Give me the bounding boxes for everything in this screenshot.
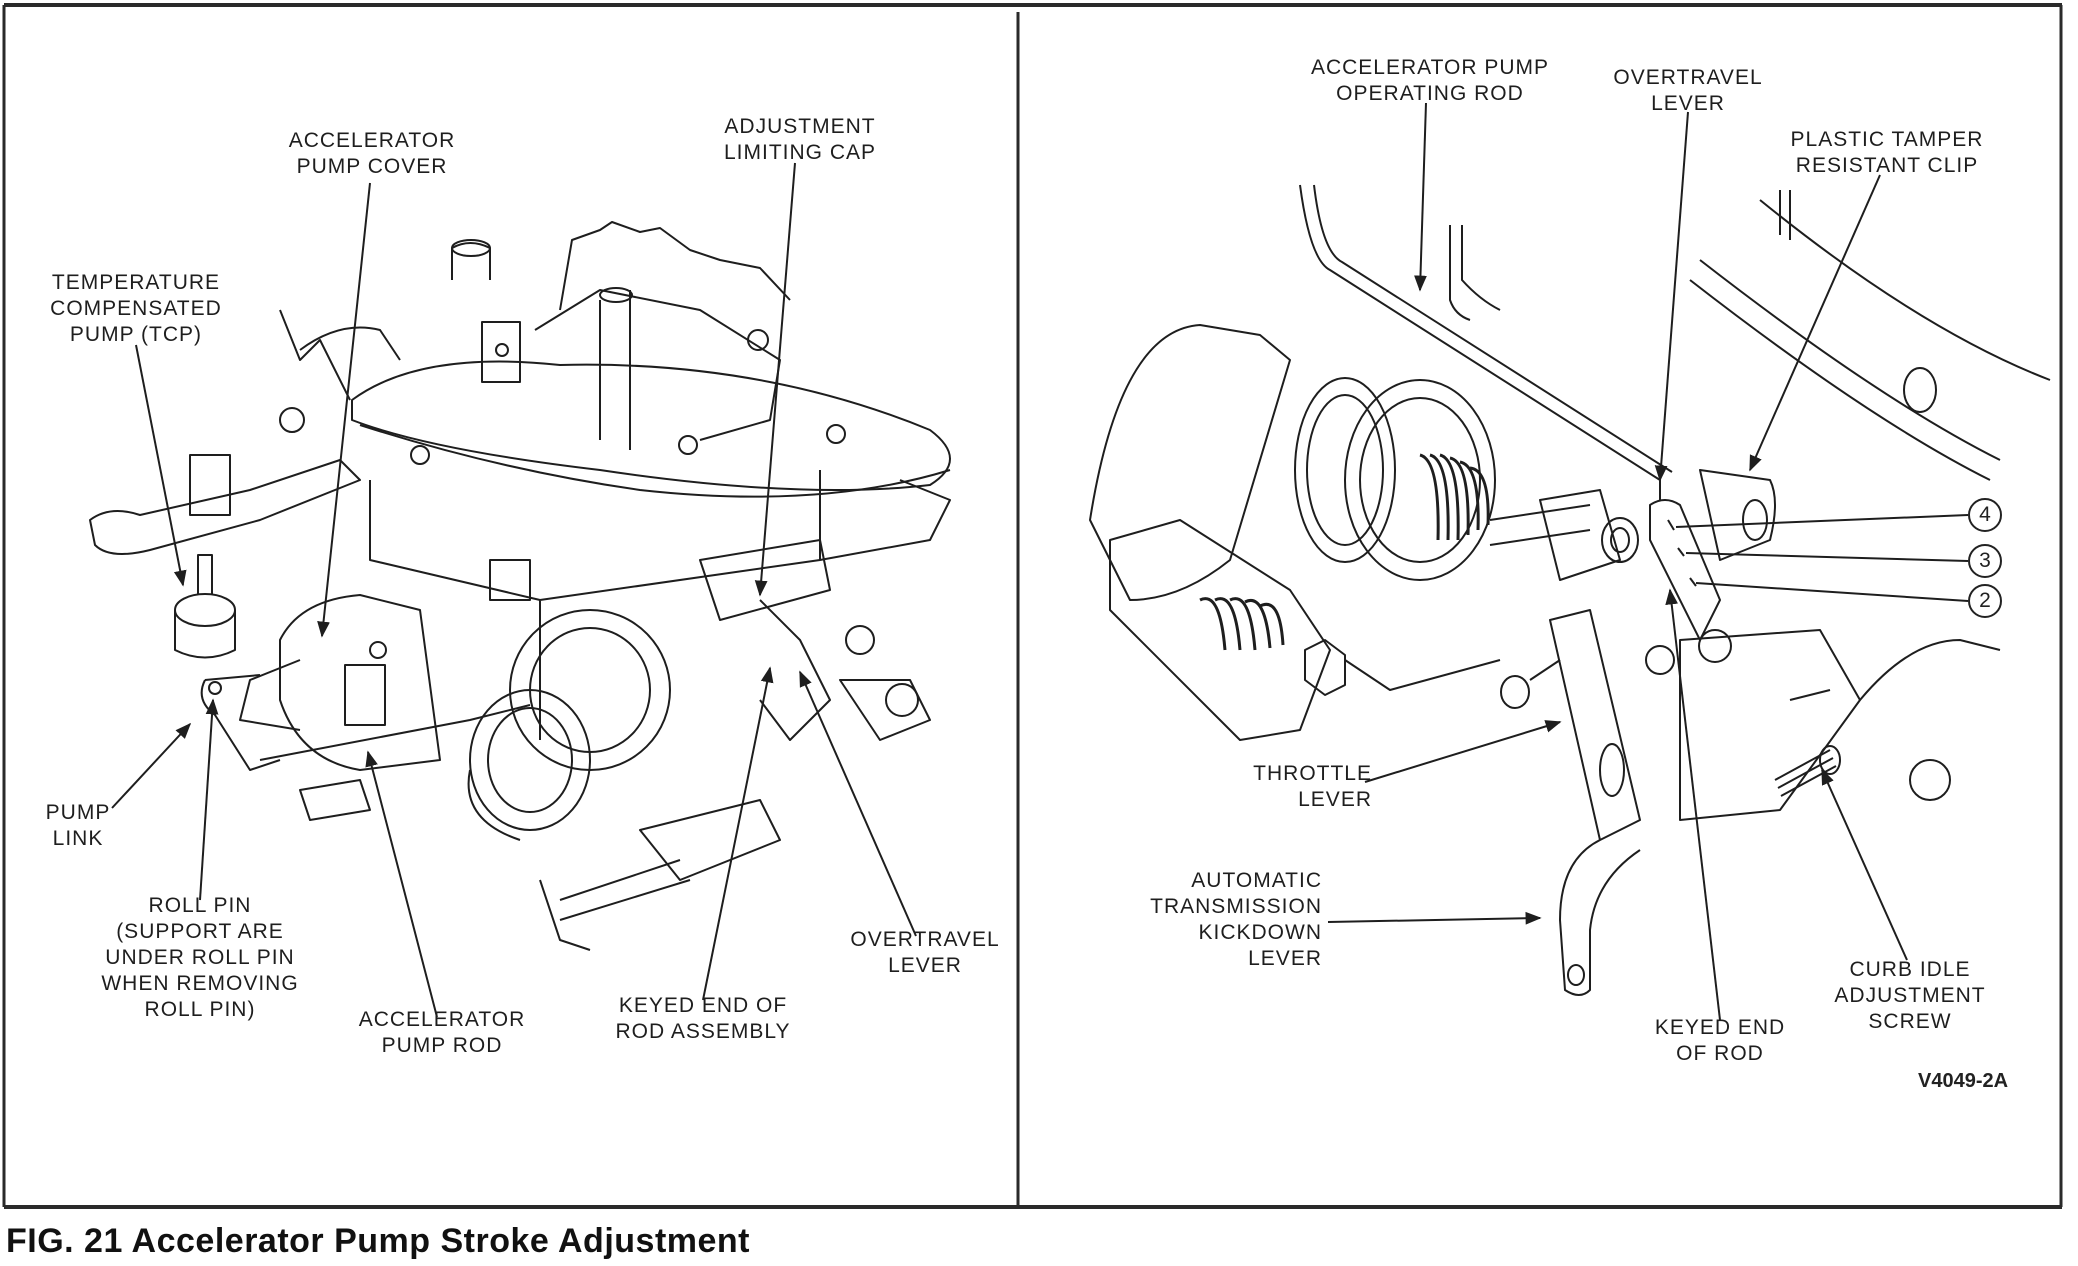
label-throttle-lever: THROTTLE LEVER xyxy=(1253,762,1372,811)
label-pump-link: PUMP LINK xyxy=(45,801,111,850)
label-keyed-end-of-rod: KEYED END OF ROD xyxy=(1654,1016,1786,1065)
hole-position-3-callout: 3 xyxy=(1968,544,2002,578)
label-adjustment-limiting-cap: ADJUSTMENT LIMITING CAP xyxy=(723,115,877,164)
left-leader-lines xyxy=(111,162,917,1018)
label-accelerator-pump-cover: ACCELERATOR PUMP COVER xyxy=(288,129,456,178)
label-overtravel-lever-left: OVERTRAVEL LEVER xyxy=(850,928,1000,977)
label-keyed-end-of-rod-assembly: KEYED END OF ROD ASSEMBLY xyxy=(615,994,791,1043)
spring-coils xyxy=(1419,453,1490,541)
carburetor-drawing xyxy=(89,221,951,951)
figure-frame xyxy=(2,3,2063,1209)
figure-code: V4049-2A xyxy=(1918,1070,2009,1092)
label-overtravel-lever-right: OVERTRAVEL LEVER xyxy=(1613,66,1763,115)
label-temperature-compensated-pump: TEMPERATURE COMPENSATED PUMP (TCP) xyxy=(50,271,222,346)
label-automatic-transmission-kickdown-lever: AUTOMATIC TRANSMISSION KICKDOWN LEVER xyxy=(1150,869,1322,970)
right-leader-lines xyxy=(1327,102,1969,1021)
label-accelerator-pump-rod: ACCELERATOR PUMP ROD xyxy=(358,1008,526,1057)
label-plastic-tamper-resistant-clip: PLASTIC TAMPER RESISTANT CLIP xyxy=(1790,128,1984,177)
label-accelerator-pump-operating-rod: ACCELERATOR PUMP OPERATING ROD xyxy=(1310,56,1550,105)
figure-caption: FIG. 21 Accelerator Pump Stroke Adjustme… xyxy=(6,1222,750,1260)
throttle-linkage-drawing xyxy=(1089,184,2051,996)
hole-position-4-callout: 4 xyxy=(1968,498,2002,532)
label-roll-pin: ROLL PIN (SUPPORT ARE UNDER ROLL PIN WHE… xyxy=(101,894,299,1021)
hole-position-2-callout: 2 xyxy=(1968,584,2002,618)
label-curb-idle-adjustment-screw: CURB IDLE ADJUSTMENT SCREW xyxy=(1834,958,1986,1033)
